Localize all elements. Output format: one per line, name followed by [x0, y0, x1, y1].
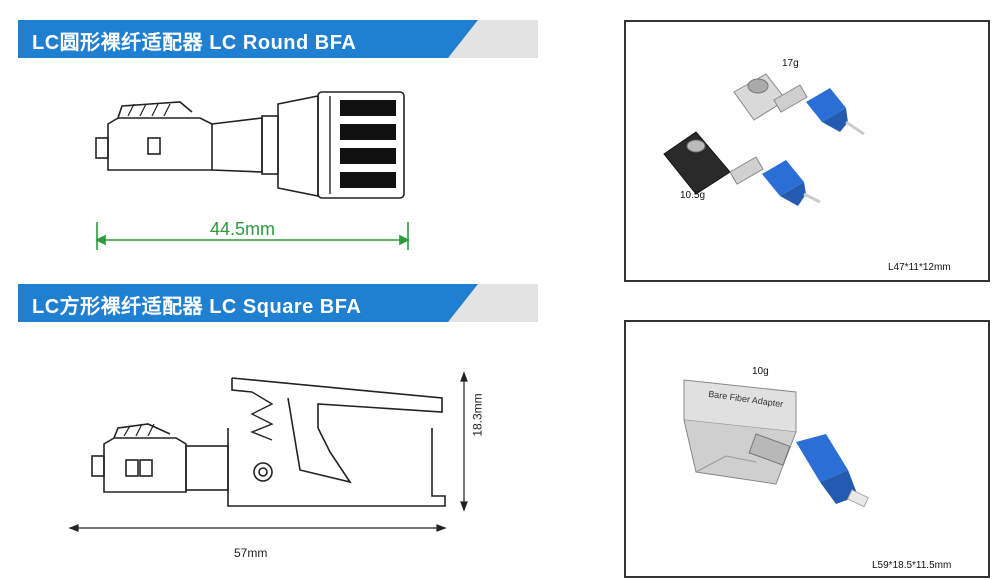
- dimension-label-length: 57mm: [234, 546, 268, 560]
- square-adapter: [683, 379, 869, 508]
- weight-label-square: 10g: [752, 366, 769, 377]
- dimension-line-round: [95, 222, 410, 250]
- grip-slots: [340, 100, 396, 188]
- round-bfa-photo: [663, 73, 865, 206]
- section-banner-round: LC圆形裸纤适配器 LC Round BFA: [18, 20, 538, 58]
- size-label-square: L59*18.5*11.5mm: [872, 560, 952, 571]
- dimension-label-round: 44.5mm: [210, 219, 276, 239]
- banner-shape: [18, 20, 538, 58]
- section-title-square: LC方形裸纤适配器 LC Square BFA: [32, 296, 362, 318]
- weight-label-metal: 17g: [782, 58, 799, 69]
- metal-adapter: [733, 73, 865, 136]
- black-adapter: [663, 131, 821, 206]
- size-label-round: L47*11*12mm: [888, 262, 951, 273]
- section-title-round: LC圆形裸纤适配器 LC Round BFA: [32, 32, 357, 54]
- weight-label-black: 10.5g: [680, 190, 706, 201]
- banner-shape: [18, 284, 538, 322]
- section-banner-square: LC方形裸纤适配器 LC Square BFA: [18, 284, 538, 322]
- photo-frame-round: 17g 10.5g L47*11*12mm: [624, 20, 990, 282]
- grip-head: [317, 91, 405, 199]
- dimension-line-length: [68, 524, 447, 532]
- dimension-line-height: [460, 371, 468, 512]
- dimension-label-height: 18.3mm: [470, 393, 485, 437]
- photo-frame-square: Bare Fiber Adapter 10g L59*18.5*11.5mm: [624, 320, 990, 578]
- square-bfa-photo: [683, 379, 869, 508]
